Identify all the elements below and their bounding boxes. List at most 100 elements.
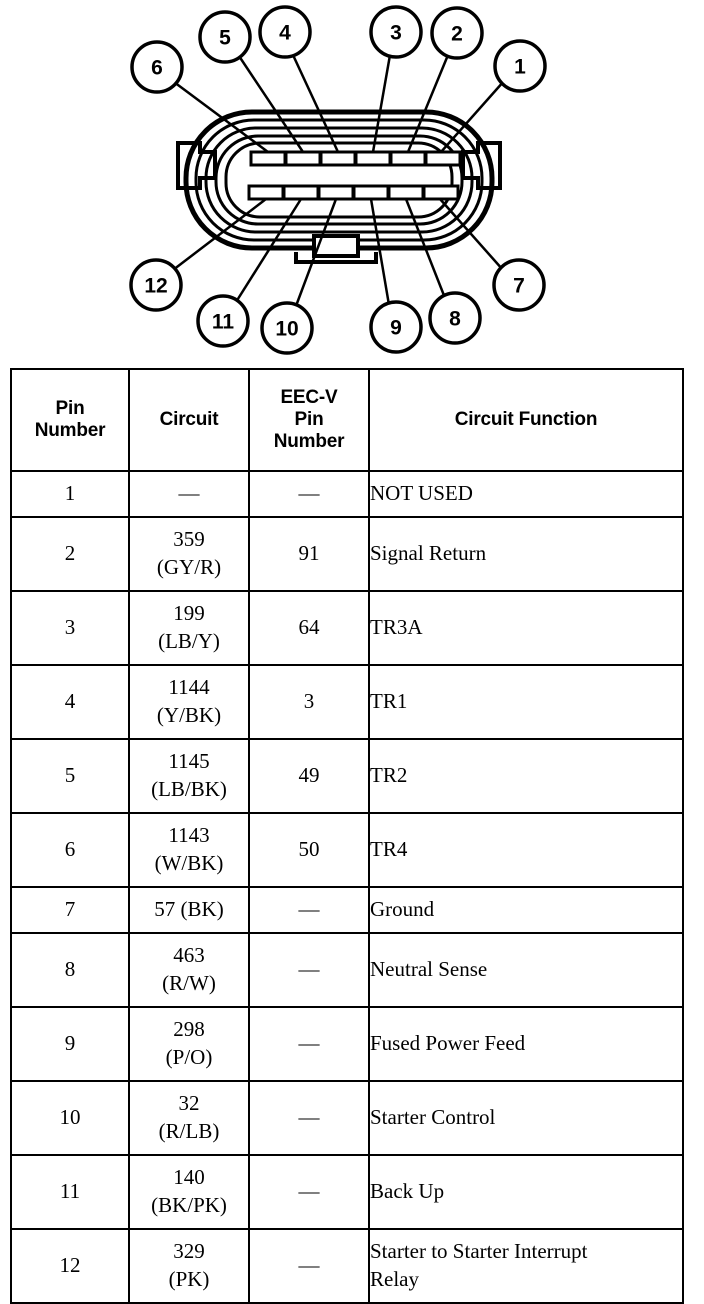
cell-eec-pin-number: — [248, 886, 370, 934]
header-circuit-function: Circuit Function [368, 368, 684, 472]
cell-eec-pin-number: 91 [248, 516, 370, 592]
cell-circuit: 1143(W/BK) [128, 812, 250, 888]
cell-text-line: Starter Control [370, 1105, 496, 1130]
leader-line-4 [291, 54, 340, 153]
cell-circuit: 1145(LB/BK) [128, 738, 250, 814]
pin-socket-4 [319, 150, 357, 167]
callout-circle-1 [493, 39, 547, 93]
cell-pin-number: 10 [10, 1080, 130, 1156]
cell-text-line: TR1 [370, 689, 408, 714]
connector-outline-3 [204, 126, 474, 234]
cell-text-line: Signal Return [370, 541, 487, 566]
cell-pin-number: 1 [10, 470, 130, 518]
callout-label-10: 10 [275, 318, 298, 341]
connector-diagram: 6 5 4 3 2 1 12 11 10 9 8 7 [0, 0, 704, 360]
cell-text-line: TR3A [370, 615, 423, 640]
callout-bubbles-top: 6 5 4 3 2 1 [130, 5, 547, 94]
cell-text-line: 1145 [168, 749, 210, 774]
cell-circuit-function: Signal Return [368, 516, 684, 592]
cell-text-line: TR2 [370, 763, 408, 788]
header-pin-number-line-2: Number [34, 420, 106, 441]
pin-socket-10 [317, 184, 355, 201]
cell-text-line: (PK) [168, 1267, 210, 1291]
cell-pin-number: 4 [10, 664, 130, 740]
leader-line-10 [294, 198, 338, 307]
cell-circuit-function: TR1 [368, 664, 684, 740]
leader-line-3 [371, 54, 392, 153]
cell-text-line: 329 [173, 1239, 205, 1264]
connector-outline-2 [194, 118, 484, 242]
cell-pin-number: 3 [10, 590, 130, 666]
header-pin-number-line-1: Pin [55, 398, 85, 420]
pin-socket-1 [424, 150, 462, 167]
cell-text-line: 298 [173, 1017, 205, 1042]
cell-eec-pin-number: 49 [248, 738, 370, 814]
callout-circle-8 [428, 291, 482, 345]
cell-circuit-function: Neutral Sense [368, 932, 684, 1008]
callout-label-9: 9 [390, 317, 402, 340]
header-eec-line-1: EEC-V [280, 387, 338, 409]
cell-circuit: 1144(Y/BK) [128, 664, 250, 740]
leader-line-1 [440, 80, 505, 153]
callout-label-8: 8 [449, 308, 461, 331]
pin-socket-5 [284, 150, 322, 167]
leader-line-6 [173, 80, 269, 154]
cell-circuit-function: Starter Control [368, 1080, 684, 1156]
cell-circuit-function: Fused Power Feed [368, 1006, 684, 1082]
header-circuit: Circuit [128, 368, 250, 472]
cell-circuit-function: Back Up [368, 1154, 684, 1230]
leader-line-8 [404, 198, 447, 299]
header-circuit-line-1: Circuit [159, 409, 219, 431]
callout-label-1: 1 [514, 56, 526, 79]
connector-outline-5 [224, 141, 454, 219]
callout-label-6: 6 [151, 57, 163, 80]
cell-pin-number: 9 [10, 1006, 130, 1082]
cell-circuit: 57 (BK) [128, 886, 250, 934]
cell-eec-pin-number: — [248, 1080, 370, 1156]
callout-label-7: 7 [513, 275, 525, 298]
cell-text-line: (W/BK) [154, 851, 224, 875]
cell-text-line: 359 [173, 527, 205, 552]
callout-label-5: 5 [219, 27, 231, 50]
connector-latch-base [294, 252, 378, 264]
cell-pin-number: 7 [10, 886, 130, 934]
cell-circuit: — [128, 470, 250, 518]
cell-pin-number: 2 [10, 516, 130, 592]
cell-circuit-function: TR2 [368, 738, 684, 814]
cell-eec-pin-number: — [248, 470, 370, 518]
callout-circle-9 [369, 300, 423, 354]
callout-label-3: 3 [390, 22, 402, 45]
cell-eec-pin-number: — [248, 1228, 370, 1304]
connector-outline-4 [214, 134, 464, 226]
cell-circuit: 32(R/LB) [128, 1080, 250, 1156]
cell-text-line: 1144 [168, 675, 210, 700]
pin-socket-3 [354, 150, 392, 167]
cell-pin-number: 6 [10, 812, 130, 888]
cell-text-line: Starter to Starter Interrupt [370, 1239, 588, 1264]
cell-circuit: 359(GY/R) [128, 516, 250, 592]
connector-body [176, 109, 502, 264]
cell-text-line: (LB/Y) [158, 629, 220, 653]
header-circuit-function-line-1: Circuit Function [454, 409, 598, 431]
cell-text-line: (BK/PK) [151, 1193, 227, 1217]
cell-pin-number: 5 [10, 738, 130, 814]
callout-circle-10 [260, 301, 314, 355]
cell-circuit-function: TR4 [368, 812, 684, 888]
pin-assignment-table: Pin Number Circuit EEC-V Pin Number Circ… [10, 368, 684, 1304]
cell-circuit: 298(P/O) [128, 1006, 250, 1082]
cell-eec-pin-number: — [248, 1006, 370, 1082]
callout-circle-3 [369, 5, 423, 59]
callout-circle-5 [198, 10, 252, 64]
callout-bubbles-bottom: 12 11 10 9 8 7 [129, 258, 546, 355]
cell-text-line: (R/LB) [158, 1119, 220, 1143]
callout-leader-lines-top [173, 54, 505, 154]
pin-socket-7 [422, 184, 460, 201]
header-pin-number: Pin Number [10, 368, 130, 472]
